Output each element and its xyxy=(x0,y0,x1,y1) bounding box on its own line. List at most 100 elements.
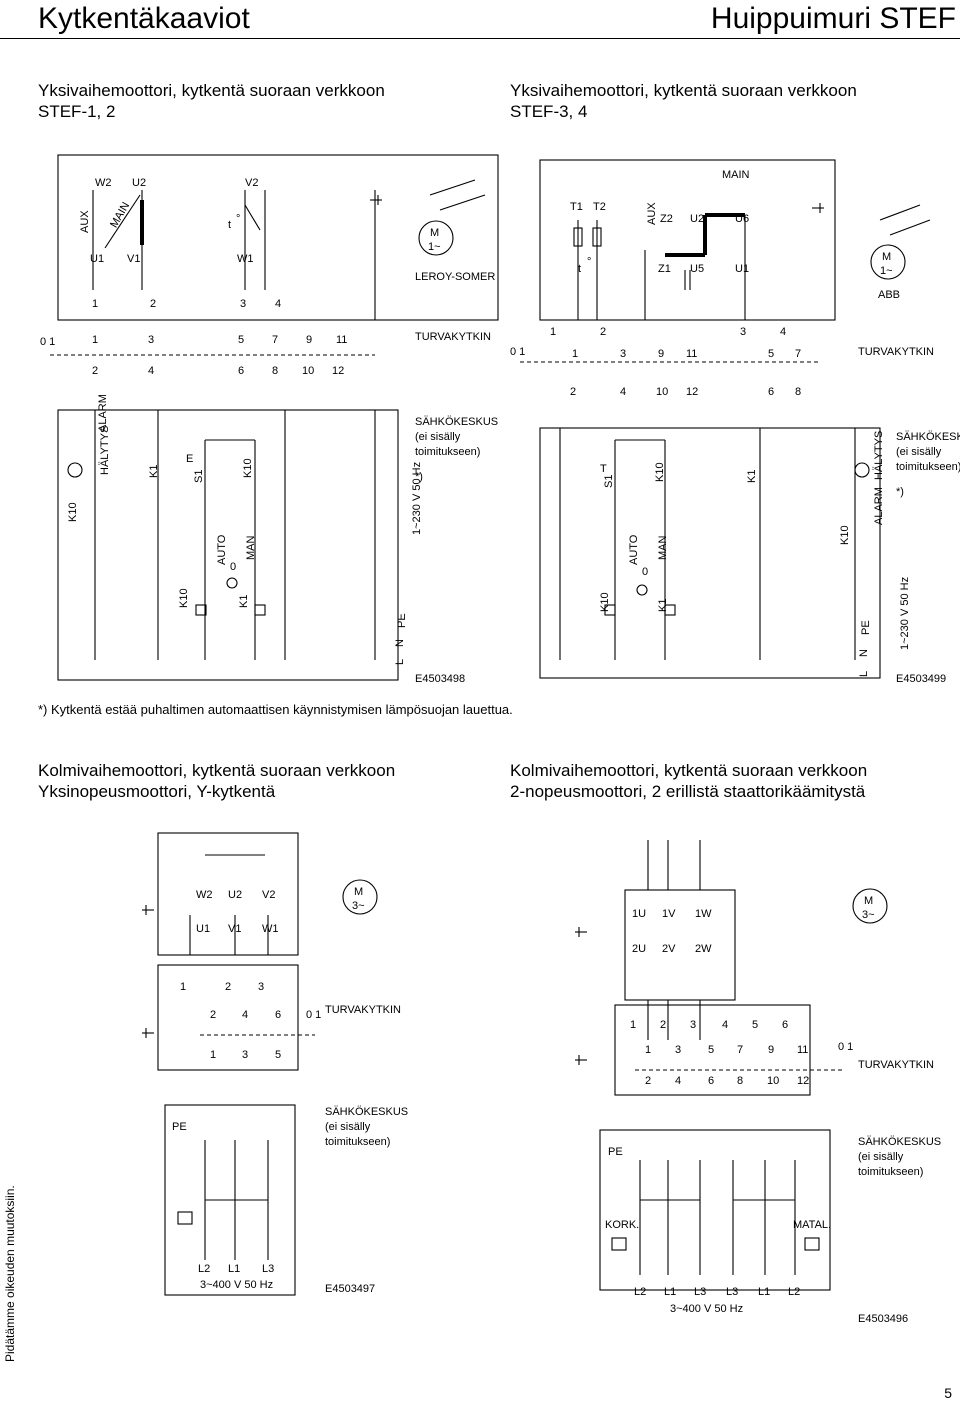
switch-01-2: 0 1 xyxy=(510,346,525,358)
motor-terminal-box-4 xyxy=(624,889,736,1001)
terminal-2-2: 2 xyxy=(600,326,606,338)
switch-01-4: 0 1 xyxy=(838,1041,853,1053)
diagram-stef-3-4: T1 T2 t ° AUX Z2 U2 MAIN U6 Z1 U5 U1 M 1… xyxy=(510,159,960,685)
label-0: 0 xyxy=(230,561,236,573)
contact-9-4: 9 xyxy=(768,1044,774,1056)
label-l3b-4: L3 xyxy=(726,1286,738,1298)
panel-label-2-1: SÄHKÖKESKUS xyxy=(896,431,960,443)
footnote: *) Kytkentä estää puhaltimen automaattis… xyxy=(38,702,513,717)
switch-01: 0 1 xyxy=(40,336,55,348)
section-title-3-line1: Kolmivaihemoottori, kytkentä suoraan ver… xyxy=(38,761,396,780)
switch-box-3 xyxy=(157,964,299,1071)
label-matal: MATAL. xyxy=(793,1219,831,1231)
terminal-4: 4 xyxy=(275,298,281,310)
section-title-2-line2: STEF-3, 4 xyxy=(510,102,588,121)
contact-2-2: 2 xyxy=(570,386,576,398)
control-panel-box-3 xyxy=(164,1104,296,1296)
label-deg: ° xyxy=(236,213,240,225)
label-aux-2: AUX xyxy=(646,202,658,225)
contact-2: 2 xyxy=(92,365,98,377)
label-2u: 2U xyxy=(632,943,646,955)
switch-01-3: 0 1 xyxy=(306,1009,321,1021)
drawing-code-2: E4503499 xyxy=(896,673,946,685)
panel-label-3-1: SÄHKÖKESKUS xyxy=(325,1106,408,1118)
contact-1-3: 1 xyxy=(210,1049,216,1061)
terminal-2: 2 xyxy=(150,298,156,310)
panel-label-1: SÄHKÖKESKUS xyxy=(415,416,498,428)
label-voltage-3: 3~400 V 50 Hz xyxy=(200,1279,273,1291)
control-panel-box-2 xyxy=(539,427,881,679)
control-panel-box-4 xyxy=(599,1129,831,1291)
label-auto: AUTO xyxy=(216,534,228,565)
alarm-lamp-2 xyxy=(854,462,870,478)
label-u1: U1 xyxy=(90,253,104,265)
section-title-3-line2: Yksinopeusmoottori, Y-kytkentä xyxy=(38,782,276,801)
label-v2: V2 xyxy=(245,177,258,189)
label-k1-c: K1 xyxy=(238,595,250,608)
page-header: Kytkentäkaaviot Huippuimuri STEF xyxy=(0,0,960,39)
section-title-2-line1: Yksivaihemoottori, kytkentä suoraan verk… xyxy=(510,81,857,100)
label-w1: W1 xyxy=(237,253,254,265)
panel-label-4-1: SÄHKÖKESKUS xyxy=(858,1136,941,1148)
label-n: N xyxy=(394,639,406,647)
label-voltage-2: 1~230 V 50 Hz xyxy=(899,577,911,650)
panel-label-4-3: toimitukseen) xyxy=(858,1166,923,1178)
contact-4-4: 4 xyxy=(675,1075,681,1087)
motor-symbol-2 xyxy=(870,244,906,280)
motor-terminal-box-2 xyxy=(539,159,836,321)
motor-maker: LEROY-SOMER xyxy=(415,271,495,283)
contact-10-4: 10 xyxy=(767,1075,779,1087)
label-l2-3: L2 xyxy=(198,1263,210,1275)
terminal-4-4: 4 xyxy=(722,1019,728,1031)
safety-switch-label-2: TURVAKYTKIN xyxy=(858,346,934,358)
terminal-1-3: 1 xyxy=(180,981,186,993)
label-pe-3: PE xyxy=(172,1121,187,1133)
label-u2-2: U2 xyxy=(690,213,704,225)
label-alarm: ALARM xyxy=(97,394,109,432)
section-title-1-line2: STEF-1, 2 xyxy=(38,102,116,121)
contact-11-4: 11 xyxy=(797,1044,808,1056)
label-z1: Z1 xyxy=(658,263,671,275)
label-l2b-4: L2 xyxy=(788,1286,800,1298)
section-title-2: Yksivaihemoottori, kytkentä suoraan verk… xyxy=(510,80,857,122)
label-l3-3: L3 xyxy=(262,1263,274,1275)
label-man: MAN xyxy=(245,536,257,561)
motor-terminal-box-3 xyxy=(157,832,299,956)
label-l: L xyxy=(394,659,406,665)
contact-1: 1 xyxy=(92,334,98,346)
label-s1: S1 xyxy=(193,470,205,483)
terminal-4-2: 4 xyxy=(780,326,786,338)
safety-switch-label-4: TURVAKYTKIN xyxy=(858,1059,934,1071)
label-w2: W2 xyxy=(95,177,112,189)
panel-label-3-3: toimitukseen) xyxy=(325,1136,390,1148)
switch-box-4 xyxy=(614,1004,811,1096)
label-t-3: T xyxy=(600,463,607,475)
diagram-stef-1-2: W2 U2 V2 AUX MAIN U1 V1 W1 t ° 1 2 3 4 M… xyxy=(40,154,499,685)
contact-2-3: 2 xyxy=(210,1009,216,1021)
terminal-3-3: 3 xyxy=(258,981,264,993)
contact-12-2: 12 xyxy=(686,386,698,398)
label-k1-2: K1 xyxy=(746,470,758,483)
label-voltage-4: 3~400 V 50 Hz xyxy=(670,1303,743,1315)
label-main-2: MAIN xyxy=(722,169,750,181)
label-voltage-1: 1~230 V 50 Hz xyxy=(411,462,423,535)
contact-10-2: 10 xyxy=(656,386,668,398)
contact-6-2: 6 xyxy=(768,386,774,398)
contact-7: 7 xyxy=(272,334,278,346)
label-s1-2: S1 xyxy=(603,475,615,488)
contact-6-4: 6 xyxy=(708,1075,714,1087)
label-deg-2: ° xyxy=(587,256,591,268)
terminal-6-4: 6 xyxy=(782,1019,788,1031)
contact-3-4: 3 xyxy=(675,1044,681,1056)
section-title-4-line1: Kolmivaihemoottori, kytkentä suoraan ver… xyxy=(510,761,868,780)
label-e: E xyxy=(186,453,193,465)
terminal-3: 3 xyxy=(240,298,246,310)
label-main: MAIN xyxy=(108,200,132,230)
panel-footnote-mark-2: *) xyxy=(896,486,904,498)
label-v1-3: V1 xyxy=(228,923,241,935)
label-halytys-2: HÄLYTYS xyxy=(873,431,885,480)
contact-4-3: 4 xyxy=(242,1009,248,1021)
label-k10-c: K10 xyxy=(178,588,190,608)
section-title-1-line1: Yksivaihemoottori, kytkentä suoraan verk… xyxy=(38,81,385,100)
terminal-3-4: 3 xyxy=(690,1019,696,1031)
